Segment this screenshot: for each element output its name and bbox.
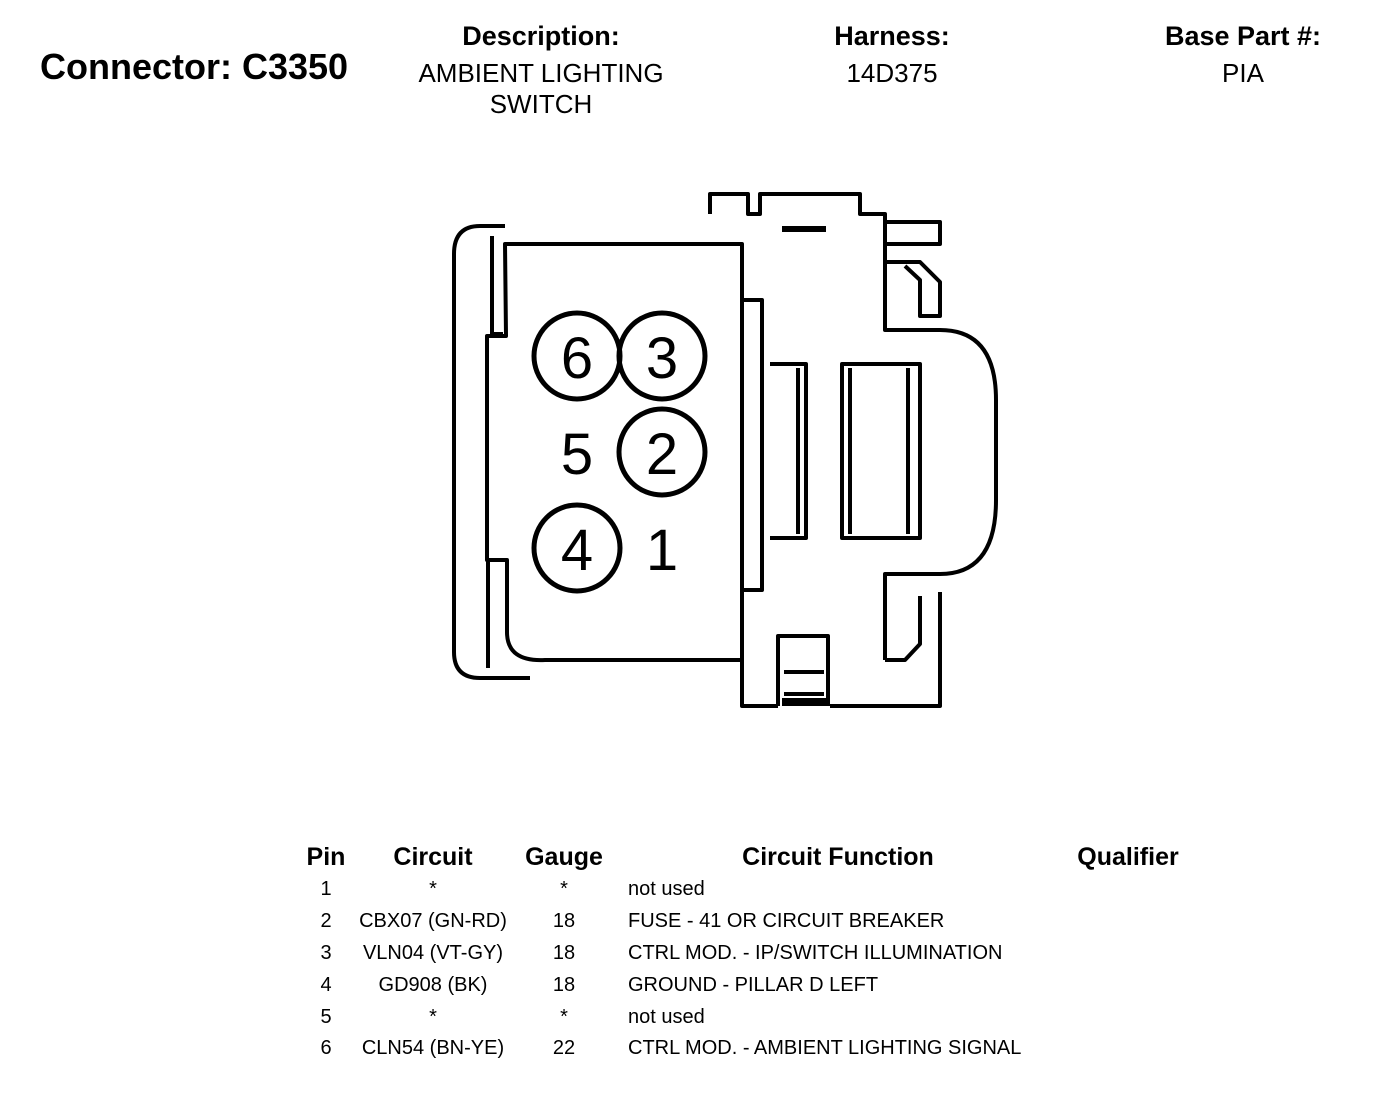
connector-diagram: 6 3 5 2 4 1 — [452, 192, 998, 708]
pin-6-label: 6 — [561, 326, 593, 391]
connector-bottom-lock — [776, 634, 830, 706]
table-row: 2 CBX07 (GN-RD) 18 FUSE - 41 OR CIRCUIT … — [296, 906, 1198, 938]
row-function: GROUND - PILLAR D LEFT — [628, 973, 879, 996]
connector-title: Connector: C3350 — [40, 46, 349, 87]
row-qualifier — [1058, 874, 1198, 906]
description-line-1: AMBIENT LIGHTING — [418, 58, 664, 88]
row-qualifier — [1058, 1033, 1198, 1065]
pin-table-header: Pin Circuit Gauge Circuit Function Quali… — [296, 840, 1198, 874]
table-row: 4 GD908 (BK) 18 GROUND - PILLAR D LEFT — [296, 969, 1198, 1001]
connector-center-wall-2 — [883, 244, 998, 660]
pin-3-label: 3 — [646, 326, 678, 391]
header-qualifier: Qualifier — [1077, 842, 1179, 871]
row-pin: 4 — [320, 973, 332, 996]
row-pin: 5 — [320, 1005, 332, 1028]
harness-label: Harness: — [834, 21, 950, 51]
description-label: Description: — [462, 21, 620, 51]
row-gauge: * — [560, 878, 568, 901]
base-part-value: PIA — [1222, 58, 1264, 88]
header-pin: Pin — [306, 842, 346, 871]
row-qualifier — [1058, 969, 1198, 1001]
row-gauge: * — [560, 1005, 568, 1028]
pin-5-label: 5 — [561, 422, 593, 487]
pin-table: Pin Circuit Gauge Circuit Function Quali… — [296, 840, 1198, 1065]
pin-2-label: 2 — [646, 422, 678, 487]
row-pin: 6 — [320, 1037, 332, 1060]
connector-center-wall — [740, 244, 764, 660]
row-pin: 1 — [320, 878, 332, 901]
row-pin: 3 — [320, 941, 332, 964]
row-function: FUSE - 41 OR CIRCUIT BREAKER — [628, 910, 945, 933]
header-gauge: Gauge — [525, 842, 603, 871]
pin-1-label: 1 — [646, 518, 678, 583]
table-row: 5 * * not used — [296, 1001, 1198, 1033]
row-gauge: 18 — [552, 941, 576, 964]
row-circuit: CLN54 (BN-YE) — [361, 1037, 505, 1060]
description-value: AMBIENT LIGHTING SWITCH — [380, 58, 702, 120]
table-row: 6 CLN54 (BN-YE) 22 CTRL MOD. - AMBIENT L… — [296, 1033, 1198, 1065]
description-line-2: SWITCH — [489, 89, 593, 119]
pin-3-circle — [616, 310, 708, 402]
row-function: not used — [628, 878, 705, 901]
row-gauge: 22 — [552, 1037, 576, 1060]
base-part-label: Base Part #: — [1164, 21, 1322, 51]
connector-left-tab — [452, 224, 530, 680]
connector-latch-large — [840, 362, 922, 540]
table-row: 1 * * not used — [296, 874, 1198, 906]
connector-left-tab-inner — [490, 236, 503, 336]
connector-right-flange-top — [885, 260, 942, 318]
connector-bottom-lock-bars — [784, 670, 824, 696]
row-circuit: * — [429, 878, 437, 901]
connector-latch-large-inner — [848, 368, 910, 534]
connector-latch-small — [770, 362, 808, 540]
harness-block: Harness: 14D375 — [792, 20, 992, 89]
header-function: Circuit Function — [742, 842, 934, 871]
base-part-block: Base Part #: PIA — [1142, 20, 1344, 89]
row-qualifier — [1058, 906, 1198, 938]
row-pin: 2 — [320, 910, 332, 933]
row-function: CTRL MOD. - AMBIENT LIGHTING SIGNAL — [628, 1037, 1022, 1060]
connector-top-tab — [708, 192, 942, 246]
pin-2-circle — [616, 406, 708, 498]
row-circuit: CBX07 (GN-RD) — [359, 910, 507, 933]
connector-bottom-edge — [740, 660, 778, 708]
connector-right-flange-bottom-inner — [885, 596, 922, 662]
pin-4-circle — [531, 502, 623, 594]
table-row: 3 VLN04 (VT-GY) 18 CTRL MOD. - IP/SWITCH… — [296, 938, 1198, 970]
connector-body — [485, 242, 744, 663]
row-circuit: VLN04 (VT-GY) — [362, 941, 504, 964]
row-circuit: * — [429, 1005, 437, 1028]
pin-4-label: 4 — [561, 518, 593, 583]
row-qualifier — [1058, 1001, 1198, 1033]
header-circuit: Circuit — [393, 842, 473, 871]
row-qualifier — [1058, 938, 1198, 970]
row-function: not used — [628, 1005, 705, 1028]
description-block: Description: AMBIENT LIGHTING SWITCH — [380, 20, 702, 120]
row-gauge: 18 — [552, 973, 576, 996]
row-gauge: 18 — [552, 910, 576, 933]
harness-value: 14D375 — [846, 58, 938, 88]
connector-right-flange-bottom — [830, 592, 942, 708]
row-function: CTRL MOD. - IP/SWITCH ILLUMINATION — [628, 941, 1003, 964]
row-circuit: GD908 (BK) — [378, 973, 488, 996]
